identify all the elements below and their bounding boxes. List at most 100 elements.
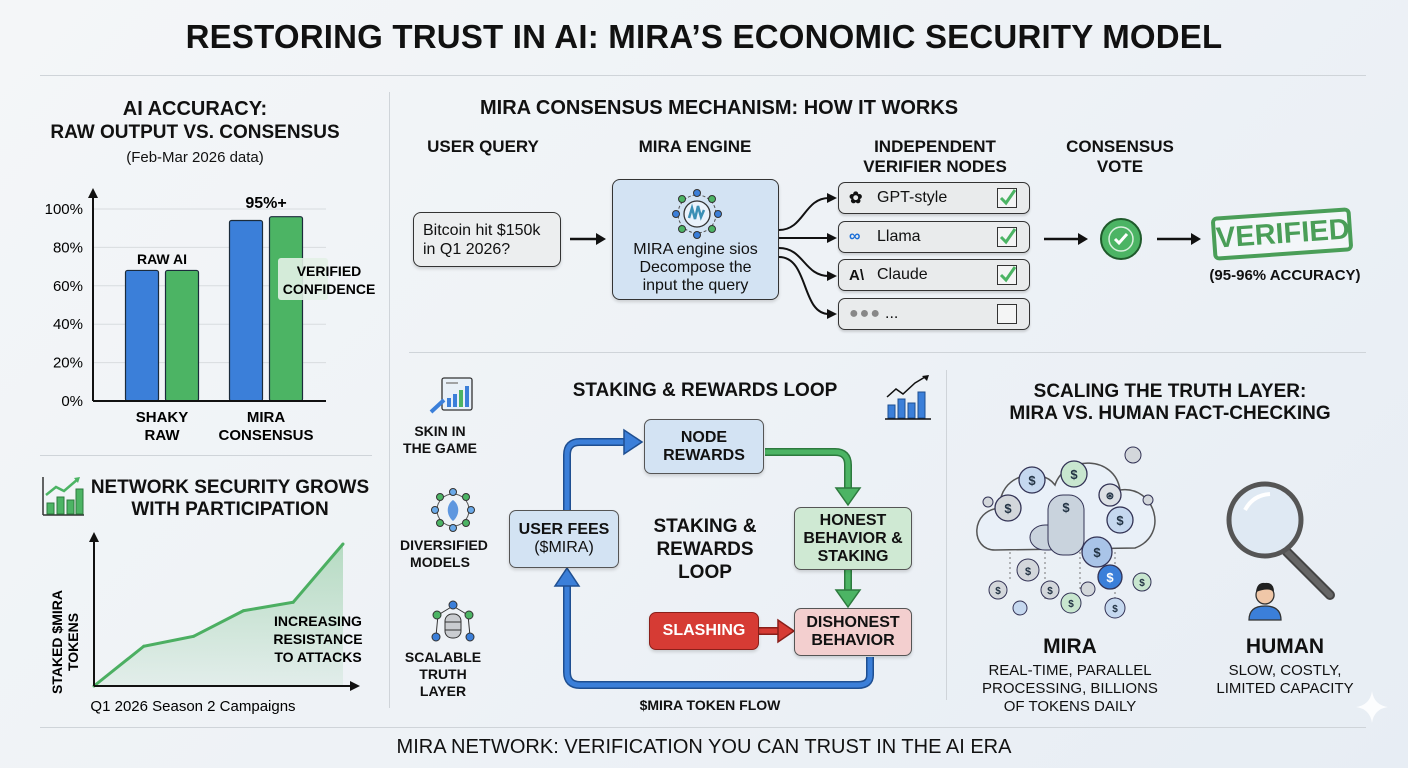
user-query-heading: USER QUERY (427, 137, 539, 156)
side-item-line1: SKIN IN (414, 423, 466, 439)
dishonest-behavior-box[interactable]: DISHONEST BEHAVIOR (794, 608, 912, 656)
chart-magnifier-icon (429, 377, 473, 414)
security-title-line1: NETWORK SECURITY GROWS WITH PARTICIPATIO… (90, 477, 370, 520)
consensus-vote-check-icon (1100, 218, 1142, 260)
y-tick-label: 0% (61, 393, 83, 410)
side-item-line2: MODELS (410, 554, 470, 570)
left-column-divider (389, 92, 390, 708)
y-axis-arrow-icon (89, 532, 99, 542)
node-checkbox-checked[interactable] (997, 227, 1017, 247)
dishonest-line1: DISHONEST (806, 614, 900, 631)
user-query-line1: Bitcoin hit $150k (423, 222, 541, 239)
y-tick-label: 100% (45, 201, 83, 218)
consensus-vote-heading-line1: CONSENSUS (1066, 137, 1174, 156)
consensus-vote-heading-line2: VOTE (1096, 157, 1144, 176)
svg-text:$: $ (1112, 604, 1118, 615)
anthropic-logo-icon: A\ (849, 266, 864, 284)
engine-fanout-arrows (779, 193, 837, 319)
area-data-point (241, 609, 245, 613)
main-title: RESTORING TRUST IN AI: MIRA’S ECONOMIC S… (185, 18, 1223, 55)
meta-infinity-icon: ∞ (849, 228, 861, 245)
side-item-line1: DIVERSIFIED (400, 537, 488, 553)
accuracy-bar-chart: 0%20%40%60%80%100% RAW AI 95%+ VERIFIED … (45, 188, 375, 444)
svg-text:$: $ (1068, 599, 1074, 610)
y-tick-label: 60% (53, 278, 83, 295)
user-fees-box[interactable]: USER FEES ($MIRA) (509, 510, 619, 568)
area-fill (94, 544, 343, 686)
openai-knot-icon: ✿ (849, 190, 863, 207)
svg-text:$: $ (1139, 578, 1145, 589)
resistance-annotation-line3: TO ATTACKS (274, 649, 361, 665)
svg-text:$: $ (1093, 545, 1101, 560)
loop-center-line3: LOOP (678, 562, 732, 583)
node-label: ... (885, 305, 899, 322)
node-rewards-line1: NODE (680, 428, 728, 446)
engine-text-line2: Decompose the (639, 259, 752, 276)
engine-network-icon (672, 189, 722, 239)
node-checkbox-checked[interactable] (997, 265, 1017, 285)
accuracy-title-line1: AI ACCURACY: (122, 98, 268, 120)
area-series-line (93, 543, 345, 688)
user-fees-line2: ($MIRA) (534, 539, 594, 556)
staked-tokens-area-chart: STAKED $MIRA TOKENS Q1 2026 Season 2 Cam… (49, 532, 363, 715)
top-value-annotation: 95%+ (245, 195, 286, 212)
node-rewards-line2: REWARDS (663, 446, 745, 464)
staking-title: STAKING & REWARDS LOOP (572, 380, 838, 401)
svg-text:⊛: ⊛ (1106, 491, 1114, 502)
mira-description: REAL-TIME, PARALLEL PROCESSING, BILLIONS… (965, 662, 1175, 716)
area-data-point (142, 644, 146, 648)
verifier-node-more[interactable]: ●●● ... (838, 298, 1030, 330)
check-icon (999, 189, 1017, 206)
area-data-point (341, 542, 345, 546)
node-rewards-box[interactable]: NODE REWARDS (644, 419, 764, 474)
x-category-label: MIRA (247, 409, 285, 426)
accuracy-note: (95-96% ACCURACY) (1209, 267, 1361, 284)
accuracy-subtitle: (Feb-Mar 2026 data) (126, 149, 264, 166)
bottom-right-divider (946, 370, 947, 700)
side-item-scalable-truth-layer: SCALABLE TRUTH LAYER (398, 649, 488, 700)
honest-line1: HONEST (819, 511, 887, 529)
query-to-engine-arrow-icon (570, 233, 606, 245)
honest-behavior-box[interactable]: HONEST BEHAVIOR & STAKING (794, 507, 912, 570)
network-nodes-icon (431, 488, 475, 532)
mira-cloud-coins-illustration: $ $ ⊛ $ $ $ $ $ $ $ $ $ $ $ (976, 446, 1156, 619)
engine-text-line1: MIRA engine sios (633, 241, 758, 258)
node-checkbox-unchecked[interactable] (997, 304, 1017, 324)
user-query-line2: in Q1 2026? (423, 241, 511, 258)
side-item-diversified-models: DIVERSIFIED MODELS (400, 537, 488, 571)
user-query-box[interactable]: Bitcoin hit $150k in Q1 2026? (413, 212, 561, 267)
check-icon (999, 266, 1017, 283)
x-category-label: CONSENSUS (218, 427, 313, 444)
loop-arrows (553, 428, 874, 689)
verifier-node-llama[interactable]: ∞ Llama (838, 221, 1030, 253)
footer-divider (40, 727, 1366, 728)
side-item-skin-in-game: SKIN IN THE GAME (400, 423, 480, 457)
area-data-point (192, 634, 196, 638)
y-axis-label-line2: TOKENS (65, 613, 81, 671)
mira-desc-line1: REAL-TIME, PARALLEL (988, 662, 1152, 679)
node-label: Claude (877, 266, 928, 283)
resistance-annotation-line1: INCREASING (274, 613, 362, 629)
y-tick-label: 80% (53, 239, 83, 256)
side-item-line1: SCALABLE (404, 649, 482, 665)
loop-center-line2: REWARDS (656, 539, 754, 560)
vote-to-verified-arrow-icon (1157, 233, 1201, 245)
right-section-divider (409, 352, 1366, 353)
bar-blue-1 (228, 219, 264, 402)
y-tick-label: 20% (53, 355, 83, 372)
svg-text:$: $ (1028, 473, 1036, 488)
scaling-title-line2: MIRA VS. HUMAN FACT-CHECKING (1009, 403, 1331, 424)
loop-center-label: STAKING & REWARDS LOOP (640, 515, 770, 584)
verifier-node-gpt[interactable]: ✿ GPT-style (838, 182, 1030, 214)
human-description: SLOW, COSTLY, LIMITED CAPACITY (1195, 662, 1375, 698)
node-checkbox-checked[interactable] (997, 188, 1017, 208)
title-divider (40, 75, 1366, 76)
dishonest-line2: BEHAVIOR (811, 632, 895, 649)
slashing-box[interactable]: SLASHING (649, 612, 759, 650)
mira-desc-line2: PROCESSING, BILLIONS (982, 680, 1158, 697)
mira-engine-box[interactable]: MIRA engine sios Decompose the input the… (612, 179, 779, 300)
verified-stamp: VERIFIED (1210, 207, 1354, 261)
area-data-point (291, 600, 295, 604)
growth-chart-icon (42, 477, 84, 516)
verifier-node-claude[interactable]: A\ Claude (838, 259, 1030, 291)
